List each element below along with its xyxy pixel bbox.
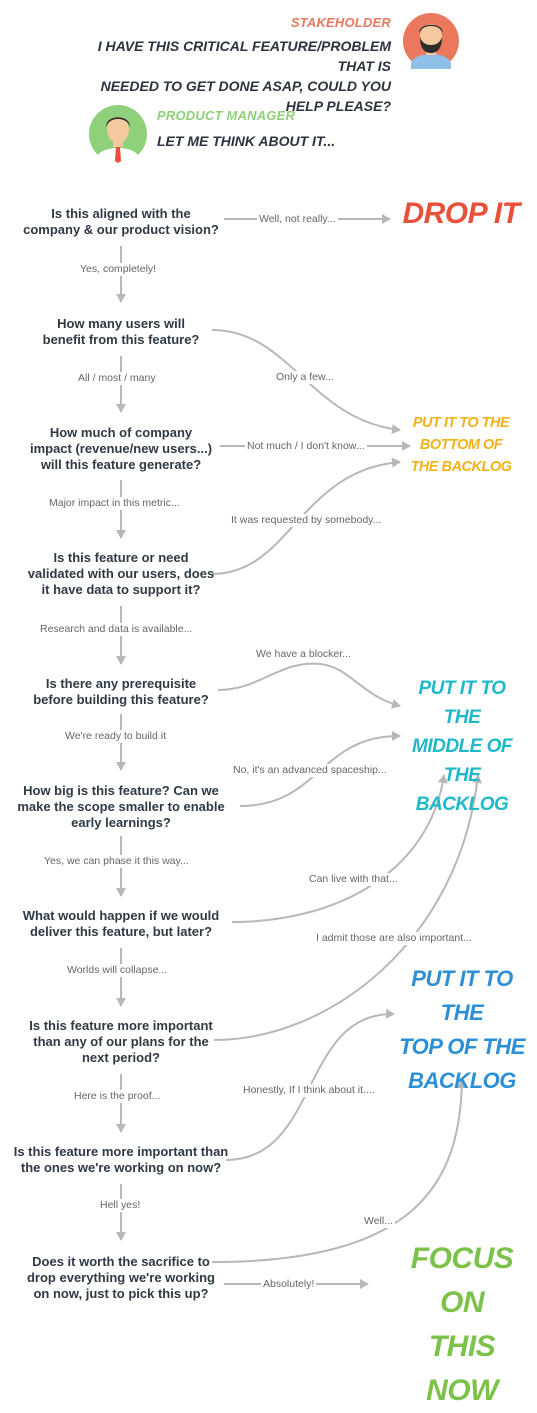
question-worth-sacrifice: Does it worth the sacrifice to drop ever…: [10, 1254, 232, 1302]
question-line: than any of our plans for the: [33, 1034, 209, 1049]
pm-avatar: [89, 105, 147, 163]
outcome-top-backlog: PUT IT TO THE TOP OF THE BACKLOG: [398, 962, 526, 1098]
stakeholder-message: I HAVE THIS CRITICAL FEATURE/PROBLEM THA…: [71, 36, 391, 116]
pm-name: PRODUCT MANAGER: [157, 108, 296, 123]
question-line: Does it worth the sacrifice to: [32, 1254, 210, 1269]
question-line: before building this feature?: [33, 692, 209, 707]
yes-label: Yes, completely!: [78, 263, 159, 276]
question-line: Is this feature more important: [29, 1018, 213, 1033]
bearded-man-avatar-icon: [403, 13, 459, 69]
outcome-line: FOCUS ON: [410, 1242, 514, 1319]
question-line: How much of company: [49, 425, 193, 440]
question-line: early learnings?: [71, 815, 171, 830]
question-line: Is there any prerequisite: [45, 676, 197, 691]
no-label: It was requested by somebody...: [229, 514, 384, 527]
stakeholder-line-1: I HAVE THIS CRITICAL FEATURE/PROBLEM THA…: [97, 38, 391, 74]
question-more-than-current: Is this feature more important than the …: [2, 1144, 240, 1176]
no-label: Can live with that...: [307, 873, 400, 886]
stakeholder-name: STAKEHOLDER: [290, 15, 391, 30]
question-line: on now, just to pick this up?: [33, 1286, 209, 1301]
yes-label: Research and data is available...: [38, 623, 195, 636]
outcome-focus-now: FOCUS ON THIS NOW: [398, 1237, 526, 1413]
question-line: validated with our users, does: [27, 566, 215, 581]
question-line: Is this feature more important than: [13, 1144, 229, 1159]
yes-label: Worlds will collapse...: [65, 964, 170, 977]
question-users-benefit: How many users will benefit from this fe…: [10, 316, 232, 348]
outcome-line: MIDDLE OF: [412, 736, 513, 757]
question-line: benefit from this feature?: [42, 332, 200, 347]
question-prerequisite: Is there any prerequisite before buildin…: [10, 676, 232, 708]
yes-label: We're ready to build it: [63, 730, 169, 743]
outcome-middle-backlog: PUT IT TO THE MIDDLE OF THE BACKLOG: [402, 674, 522, 819]
question-line: drop everything we're working: [26, 1270, 216, 1285]
question-line: impact (revenue/new users...): [29, 441, 213, 456]
question-validated: Is this feature or need validated with o…: [10, 550, 232, 598]
outcome-line: PUT IT TO THE: [411, 966, 513, 1025]
no-label: Only a few...: [274, 371, 336, 384]
yes-label: All / most / many: [76, 372, 158, 385]
no-arrow-q5: [217, 662, 401, 709]
outcome-line: THE BACKLOG: [410, 459, 512, 475]
yes-label: Absolutely!: [261, 1278, 317, 1291]
question-line: it have data to support it?: [41, 582, 201, 597]
question-aligned-vision: Is this aligned with the company & our p…: [10, 206, 232, 238]
no-label: Honestly, If I think about it....: [241, 1084, 377, 1097]
outcome-line: BACKLOG: [408, 1068, 516, 1093]
outcome-line: PUT IT TO THE: [418, 678, 506, 728]
outcome-line: PUT IT TO THE: [412, 415, 510, 431]
no-label: Well, not really...: [257, 213, 338, 226]
question-line: How many users will: [57, 316, 185, 331]
stakeholder-avatar: [403, 13, 459, 69]
no-label: Not much / I don't know...: [245, 440, 367, 453]
question-more-than-plans: Is this feature more important than any …: [10, 1018, 232, 1066]
question-line: the ones we're working on now?: [20, 1160, 222, 1175]
pm-message: LET ME THINK ABOUT IT...: [157, 133, 336, 149]
question-line: company & our product vision?: [23, 222, 219, 237]
question-line: next period?: [81, 1050, 160, 1065]
outcome-line: BOTTOM OF: [419, 437, 503, 453]
outcome-bottom-backlog: PUT IT TO THE BOTTOM OF THE BACKLOG: [408, 412, 514, 478]
no-arrow-q8: [213, 774, 483, 1041]
question-line: make the scope smaller to enable: [17, 799, 225, 814]
yes-label: Hell yes!: [98, 1199, 143, 1212]
outcome-line: DROP IT: [402, 197, 520, 230]
yes-label: Here is the proof...: [72, 1090, 163, 1103]
question-feature-size: How big is this feature? Can we make the…: [6, 783, 236, 831]
outcome-drop-it: DROP IT: [396, 196, 526, 232]
question-company-impact: How much of company impact (revenue/new …: [10, 425, 232, 473]
no-label: No, it's an advanced spaceship...: [231, 764, 389, 777]
question-line: What would happen if we would: [22, 908, 220, 923]
outcome-line: THIS NOW: [426, 1330, 498, 1407]
question-line: will this feature generate?: [40, 457, 202, 472]
outcome-line: TOP OF THE: [399, 1034, 525, 1059]
question-line: deliver this feature, but later?: [29, 924, 213, 939]
yes-label: Yes, we can phase it this way...: [42, 855, 191, 868]
man-with-tie-avatar-icon: [89, 105, 147, 163]
question-deliver-later: What would happen if we would deliver th…: [10, 908, 232, 940]
question-line: Is this feature or need: [53, 550, 189, 565]
no-label: Well...: [362, 1215, 395, 1228]
question-line: Is this aligned with the: [51, 206, 191, 221]
no-arrow-q10-well: [211, 1079, 467, 1263]
outcome-line: THE BACKLOG: [415, 765, 509, 815]
question-line: How big is this feature? Can we: [23, 783, 219, 798]
yes-label: Major impact in this metric...: [47, 497, 182, 510]
stakeholder-line-2: NEEDED TO GET DONE ASAP, COULD YOU HELP …: [100, 78, 391, 114]
no-label: We have a blocker...: [254, 648, 353, 661]
no-label: I admit those are also important...: [314, 932, 474, 945]
